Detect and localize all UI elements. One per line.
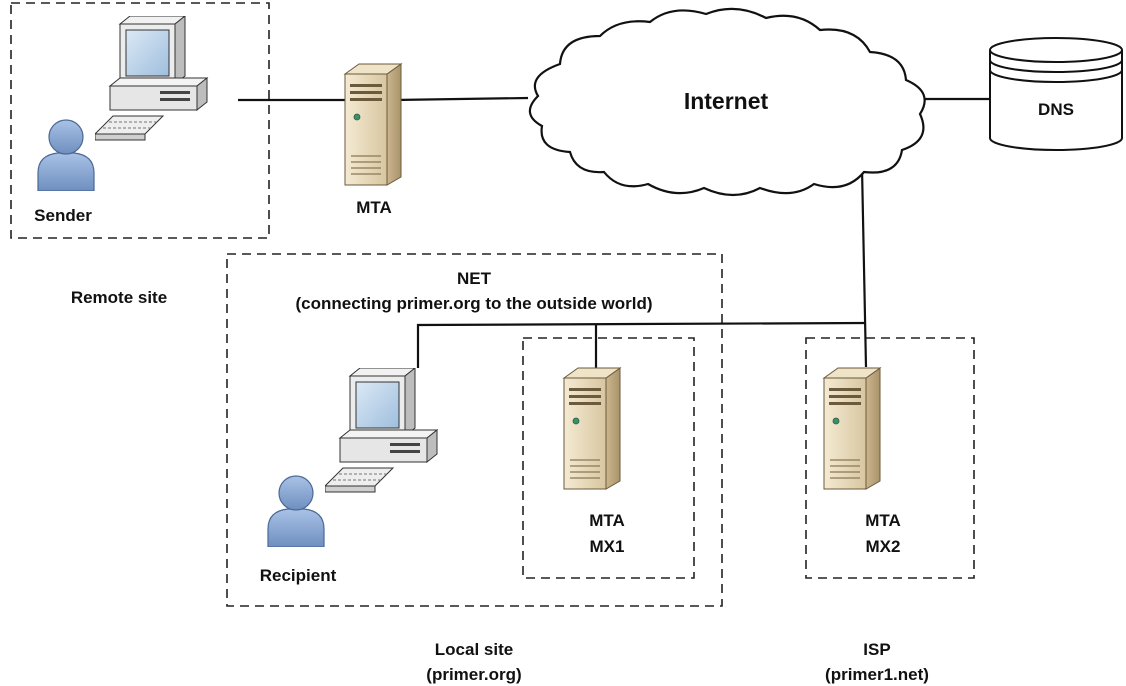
- isp-boundary: [805, 337, 975, 579]
- local-site-label: Local site: [435, 640, 513, 659]
- sender-label: Sender: [34, 206, 92, 225]
- database-icon: [989, 37, 1123, 151]
- mx1-label-line1: MTA: [589, 511, 625, 530]
- cloud-icon: [528, 7, 926, 197]
- mx1-boundary: [522, 337, 695, 579]
- net-subtitle: (connecting primer.org to the outside wo…: [295, 294, 652, 313]
- network-links: [238, 96, 990, 368]
- computer-icon: [95, 16, 208, 141]
- user-icon: [37, 119, 95, 191]
- mx2-label-line1: MTA: [865, 511, 901, 530]
- local-net-boundary: [226, 253, 723, 607]
- recipient-label: Recipient: [260, 566, 337, 585]
- mx2-label-line2: MX2: [866, 537, 901, 556]
- server-icon: [563, 367, 621, 490]
- server-icon: [344, 63, 402, 186]
- isp-domain-label: (primer1.net): [825, 665, 929, 684]
- mta-remote-label: MTA: [356, 198, 392, 217]
- server-icon: [823, 367, 881, 490]
- link-mta-internet: [393, 96, 529, 102]
- net-title: NET: [457, 269, 492, 288]
- user-icon: [267, 475, 325, 547]
- remote-site-label: Remote site: [71, 288, 167, 307]
- internet-label: Internet: [684, 88, 769, 114]
- mx1-label-line2: MX1: [590, 537, 625, 556]
- dns-label: DNS: [1038, 100, 1074, 119]
- computer-icon: [325, 368, 438, 493]
- isp-label: ISP: [863, 640, 890, 659]
- link-internet-isp: [860, 167, 868, 368]
- link-local-net: [416, 321, 867, 368]
- remote-site-boundary: [10, 2, 270, 239]
- local-domain-label: (primer.org): [426, 665, 521, 684]
